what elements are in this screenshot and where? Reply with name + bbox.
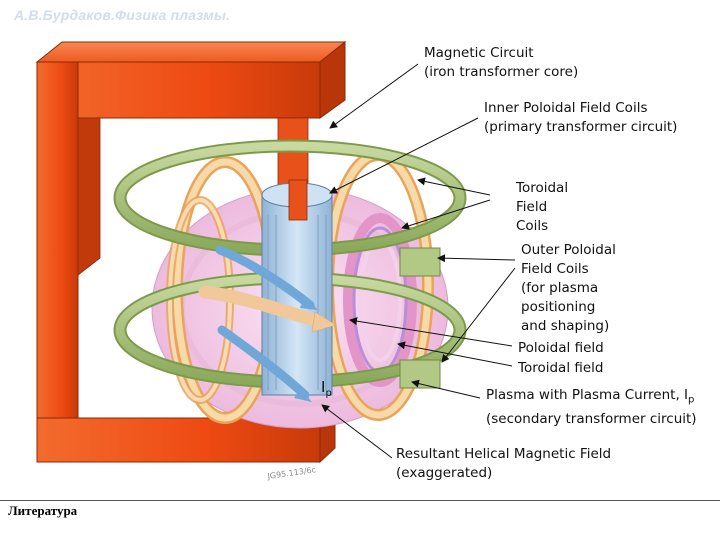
label-line: positioning: [521, 299, 596, 315]
label-line: Field Coils: [521, 261, 589, 277]
label-toroidal-field-coils: Toroidal Field Coils: [516, 179, 568, 236]
label-toroidal-field: Toroidal field: [518, 360, 604, 376]
label-line: Toroidal: [516, 180, 569, 196]
label-line: (for plasma: [521, 280, 599, 296]
label-text: Plasma with Plasma Current, I: [486, 387, 689, 403]
label-line: Resultant Helical Magnetic Field: [396, 446, 612, 462]
label-magnetic-circuit: Magnetic Circuit (iron transformer core): [424, 44, 578, 82]
label-line: Coils: [516, 218, 549, 234]
current-subscript: p: [325, 388, 332, 399]
label-line: Inner Poloidal Field Coils: [484, 100, 648, 116]
watermark: А.В.Бурдаков.Физика плазмы.: [14, 7, 231, 23]
label-helical-field: Resultant Helical Magnetic Field (exagge…: [396, 445, 611, 483]
label-poloidal-field: Poloidal field: [518, 340, 604, 356]
label-line: Plasma with Plasma Current, Ip: [486, 386, 697, 410]
label-line: Outer Poloidal: [521, 242, 616, 258]
label-line: (secondary transformer circuit): [486, 410, 697, 427]
label-line: and shaping): [521, 318, 610, 334]
label-line: Field: [516, 199, 548, 215]
footer-divider: [0, 500, 720, 501]
current-symbol: I: [321, 378, 326, 396]
plasma-current-symbol: Ip: [321, 378, 332, 399]
footer-title: Литература: [8, 503, 78, 518]
label-line: (primary transformer circuit): [484, 119, 678, 135]
label-line: Magnetic Circuit: [424, 45, 534, 61]
label-subscript: p: [688, 394, 695, 406]
label-inner-pf-coils: Inner Poloidal Field Coils (primary tran…: [484, 99, 677, 137]
label-outer-pf-coils: Outer Poloidal Field Coils (for plasma p…: [521, 241, 616, 336]
label-plasma: Plasma with Plasma Current, Ip (secondar…: [486, 386, 697, 429]
label-line: (iron transformer core): [424, 64, 579, 80]
leader-lines: [321, 63, 516, 459]
field-arrows: [198, 245, 337, 402]
label-line: (exaggerated): [396, 465, 493, 481]
